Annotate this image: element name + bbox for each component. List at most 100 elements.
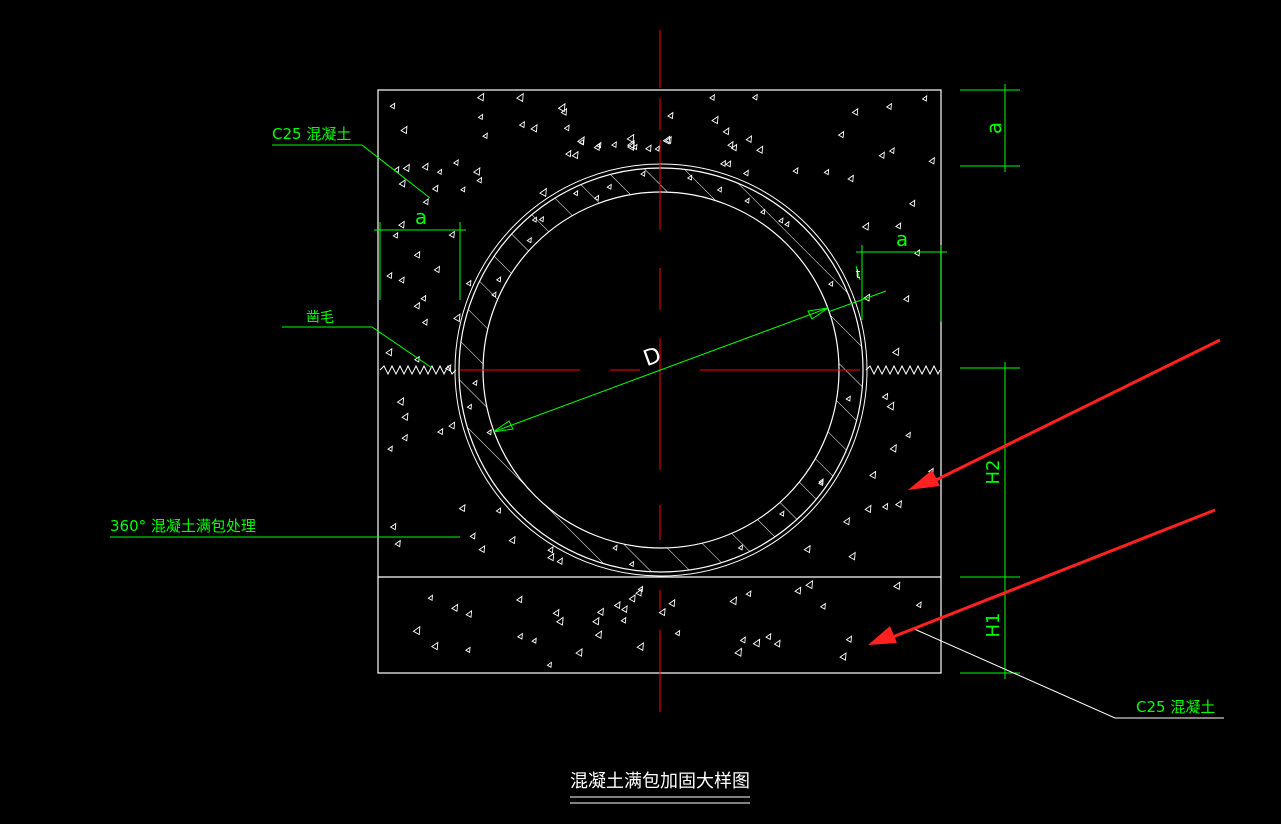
aggregate-mark xyxy=(889,443,897,453)
aggregate-mark xyxy=(385,347,393,357)
aggregate-mark xyxy=(725,160,732,168)
aggregate-mark xyxy=(894,499,902,509)
aggregate-mark xyxy=(902,294,910,303)
aggregate-mark xyxy=(413,250,421,259)
aggregate-mark xyxy=(460,186,466,193)
aggregate-mark xyxy=(626,139,635,149)
aggregate-mark xyxy=(398,276,405,284)
aggregate-mark xyxy=(658,607,666,617)
aggregate-mark xyxy=(628,560,635,568)
aggregate-mark xyxy=(458,503,466,513)
aggregate-mark xyxy=(431,184,439,193)
aggregate-mark xyxy=(739,636,746,644)
aggregate-mark xyxy=(389,522,397,531)
aggregate-mark xyxy=(556,557,563,565)
dimension-lines xyxy=(374,84,1020,679)
aggregate-mark xyxy=(863,293,871,302)
aggregate-mark xyxy=(448,421,456,430)
aggregate-mark xyxy=(674,629,681,637)
aggregate-mark xyxy=(427,594,434,602)
aggregate-mark xyxy=(478,544,486,554)
label-c25-top: C25 混凝土 xyxy=(272,125,351,143)
aggregate-mark xyxy=(389,102,396,110)
aggregate-mark xyxy=(386,271,393,280)
highlight-arrow-lower xyxy=(868,508,1216,645)
aggregate-mark xyxy=(759,208,766,215)
aggregate-mark xyxy=(842,516,850,526)
aggregate-mark xyxy=(402,163,410,173)
aggregate-mark xyxy=(464,646,471,654)
aggregate-mark xyxy=(837,130,845,139)
aggregate-mark xyxy=(620,616,627,624)
aggregate-mark xyxy=(486,428,492,436)
aggregate-mark xyxy=(531,216,538,223)
aggregate-mark xyxy=(453,313,461,323)
aggregate-mark xyxy=(421,162,429,171)
aggregate-mark xyxy=(827,280,834,287)
pipe-wall xyxy=(440,150,882,592)
aggregate-mark xyxy=(421,318,428,326)
aggregate-mark xyxy=(539,187,547,198)
aggregate-mark xyxy=(516,632,523,640)
aggregate-mark xyxy=(818,479,824,487)
aggregate-mark xyxy=(729,596,738,606)
aggregate-mark xyxy=(628,594,636,603)
aggregate-mark xyxy=(593,142,601,151)
aggregate-mark xyxy=(888,147,895,155)
aggregate-mark xyxy=(765,632,772,641)
aggregate-mark xyxy=(451,603,459,612)
aggregate-mark xyxy=(422,197,429,206)
aggregate-mark xyxy=(448,230,455,239)
aggregate-mark xyxy=(530,123,538,133)
aggregate-mark xyxy=(709,93,715,101)
dim-h1: H1 xyxy=(983,613,1004,638)
aggregate-mark xyxy=(881,392,889,401)
aggregate-mark xyxy=(716,186,723,193)
aggregate-mark xyxy=(711,115,719,125)
aggregate-mark xyxy=(401,433,408,442)
aggregate-mark xyxy=(495,507,502,514)
aggregate-mark xyxy=(895,222,902,230)
aggregate-mark xyxy=(437,427,444,436)
aggregate-mark xyxy=(819,602,826,610)
aggregate-mark xyxy=(864,504,872,514)
aggregate-mark xyxy=(452,159,459,166)
aggregate-mark xyxy=(612,544,618,551)
aggregate-mark xyxy=(472,167,481,176)
aggregate-mark xyxy=(751,93,758,101)
aggregate-mark xyxy=(885,102,892,111)
aggregate-mark xyxy=(572,189,579,197)
aggregate-mark xyxy=(744,197,750,204)
dim-h2: H2 xyxy=(983,460,1004,485)
aggregate-mark xyxy=(851,107,859,116)
centerlines xyxy=(460,30,860,712)
aggregate-mark xyxy=(491,291,497,298)
aggregate-mark xyxy=(469,532,476,540)
aggregate-mark xyxy=(881,502,889,511)
aggregate-mark xyxy=(784,220,790,228)
aggregate-mark xyxy=(845,635,853,643)
aggregate-mark xyxy=(891,347,900,357)
aggregate-mark xyxy=(397,220,405,229)
aggregate-mark xyxy=(594,630,603,639)
aggregate-mark xyxy=(664,135,672,145)
aggregate-mark xyxy=(387,445,393,453)
aggregate-mark xyxy=(861,221,870,231)
aggregate-mark xyxy=(610,141,617,149)
aggregate-mark xyxy=(667,111,674,120)
aggregate-mark xyxy=(412,625,421,636)
aggregate-mark xyxy=(466,403,472,410)
aggregate-mark xyxy=(779,510,785,517)
aggregate-mark xyxy=(668,598,676,608)
aggregate-mark xyxy=(436,168,443,175)
aggregate-mark xyxy=(613,600,621,610)
aggregate-mark xyxy=(654,145,660,152)
aggregate-mark xyxy=(547,552,555,562)
aggregate-mark xyxy=(727,140,734,149)
aggregate-mark xyxy=(508,535,516,545)
label-leader-bottom xyxy=(911,627,1224,719)
aggregate-mark xyxy=(730,143,738,152)
aggregate-mark xyxy=(477,113,484,121)
aggregate-mark xyxy=(719,159,726,167)
